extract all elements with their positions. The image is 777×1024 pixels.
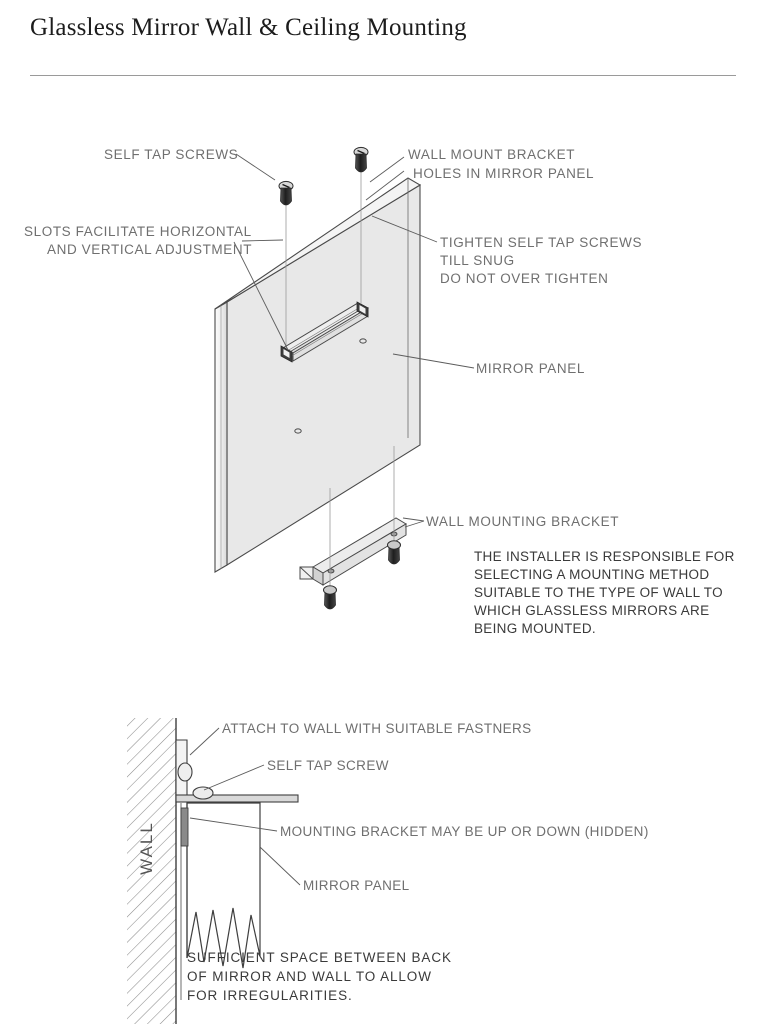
clearance-note-line1: SUFFICIENT SPACE BETWEEN BACK — [187, 950, 452, 965]
wall-hatch-fill — [127, 718, 176, 1024]
mirror-panel-body — [186, 802, 261, 969]
wall-section: WALL — [127, 718, 177, 1024]
self-tap-screw-bottom-right — [387, 446, 401, 565]
leader-slots — [241, 239, 284, 242]
label-wall: WALL — [137, 821, 156, 875]
leader-attach-to-wall — [189, 727, 220, 756]
installer-note-line5: BEING MOUNTED. — [474, 621, 596, 636]
label-attach-to-wall: ATTACH TO WALL WITH SUITABLE FASTNERS — [222, 721, 532, 736]
bracket-shelf — [175, 786, 299, 803]
label-tighten-line3: DO NOT OVER TIGHTEN — [440, 271, 608, 286]
wall-bracket-leg — [175, 739, 193, 796]
leader-self-tap-screw — [203, 764, 265, 791]
screw-shank-bottom-right — [388, 545, 400, 565]
label-slots-line2: AND VERTICAL ADJUSTMENT — [47, 242, 252, 257]
self-tap-screw-bottom-left — [323, 488, 337, 610]
label-self-tap-screws: SELF TAP SCREWS — [104, 147, 238, 162]
bracket-bottom-hole-left — [327, 568, 335, 574]
hidden-mounting-bracket — [180, 807, 189, 847]
screw-shank-left — [280, 187, 292, 206]
leader-slots-elbow — [233, 241, 289, 351]
label-slots-line1: SLOTS FACILITATE HORIZONTAL — [24, 224, 252, 239]
installer-note-line4: WHICH GLASSLESS MIRRORS ARE — [474, 603, 709, 618]
mirror-panel-hole-right — [359, 338, 367, 344]
bracket-top-ridge-a — [287, 305, 364, 351]
mirror-panel-hole-left — [294, 428, 302, 434]
installer-note-line2: SELECTING A MOUNTING METHOD — [474, 567, 709, 582]
label-mirror-panel-section: MIRROR PANEL — [303, 878, 410, 893]
screw-head-bottom-right — [387, 540, 401, 550]
self-tap-screw-head-section — [192, 786, 214, 800]
bracket-horizontal-shelf — [175, 794, 299, 803]
screw-head-bottom-left — [323, 585, 337, 595]
leader-wall-mounting-bracket — [402, 517, 425, 522]
leader-mirror-panel — [392, 353, 475, 369]
label-wall-mount-bracket: WALL MOUNT BRACKET — [408, 147, 575, 162]
bracket-bottom-front-face — [322, 523, 407, 586]
bracket-top-ridge-b — [289, 311, 366, 358]
bracket-top-right-slot — [359, 305, 366, 314]
page-title: Glassless Mirror Wall & Ceiling Mounting — [30, 14, 467, 41]
screw-shank-bottom-left — [324, 590, 336, 610]
label-tighten-line1: TIGHTEN SELF TAP SCREWS — [440, 235, 642, 250]
label-mounting-bracket: MOUNTING BRACKET MAY BE UP OR DOWN (HIDD… — [280, 824, 649, 839]
title-divider — [30, 75, 736, 76]
leader-tighten — [371, 215, 438, 243]
leader-wall-mount-bracket — [369, 156, 405, 183]
leader-mirror-panel-section — [259, 846, 301, 886]
wall-mount-bracket-top — [280, 301, 370, 363]
leader-holes-in-panel — [365, 170, 405, 201]
mirror-panel-section — [180, 802, 261, 1000]
leader-lines — [233, 153, 475, 528]
label-holes-in-mirror-panel: HOLES IN MIRROR PANEL — [413, 166, 594, 181]
bracket-top-left-slot — [283, 349, 290, 358]
installer-note-line3: SUITABLE TO THE TYPE OF WALL TO — [474, 585, 723, 600]
screw-slot-left — [282, 183, 290, 189]
wall-fastener-head — [177, 762, 193, 782]
clearance-note-line3: FOR IRREGULARITIES. — [187, 988, 353, 1003]
mirror-panel-top-edge — [214, 177, 422, 310]
label-mirror-panel: MIRROR PANEL — [476, 361, 585, 376]
label-self-tap-screw: SELF TAP SCREW — [267, 758, 389, 773]
figure-exploded-wall-mount: SELF TAP SCREWS SLOTS FACILITATE HORIZON… — [0, 108, 777, 653]
screw-shank-right — [355, 153, 367, 173]
leader-mounting-bracket — [189, 817, 278, 832]
leader-self-tap-screws — [235, 153, 276, 181]
label-wall-mounting-bracket: WALL MOUNTING BRACKET — [426, 514, 619, 529]
self-tap-screw-top-right — [353, 146, 369, 304]
mirror-panel-solid — [214, 177, 422, 573]
wall-mounting-bracket-bottom — [299, 517, 407, 586]
screw-slot-right — [357, 149, 365, 155]
label-tighten-line2: TILL SNUG — [440, 253, 515, 268]
self-tap-screw-top-left — [278, 180, 294, 348]
figure-wall-section-detail: WALL — [0, 700, 777, 1024]
leader-wall-mounting-bracket-b — [404, 520, 425, 528]
clearance-note-line2: OF MIRROR AND WALL TO ALLOW — [187, 969, 432, 984]
bracket-bottom-leg-diagonal — [299, 566, 314, 580]
installer-note-line1: THE INSTALLER IS RESPONSIBLE FOR — [474, 549, 735, 564]
leader-lines-bottom — [189, 727, 301, 886]
